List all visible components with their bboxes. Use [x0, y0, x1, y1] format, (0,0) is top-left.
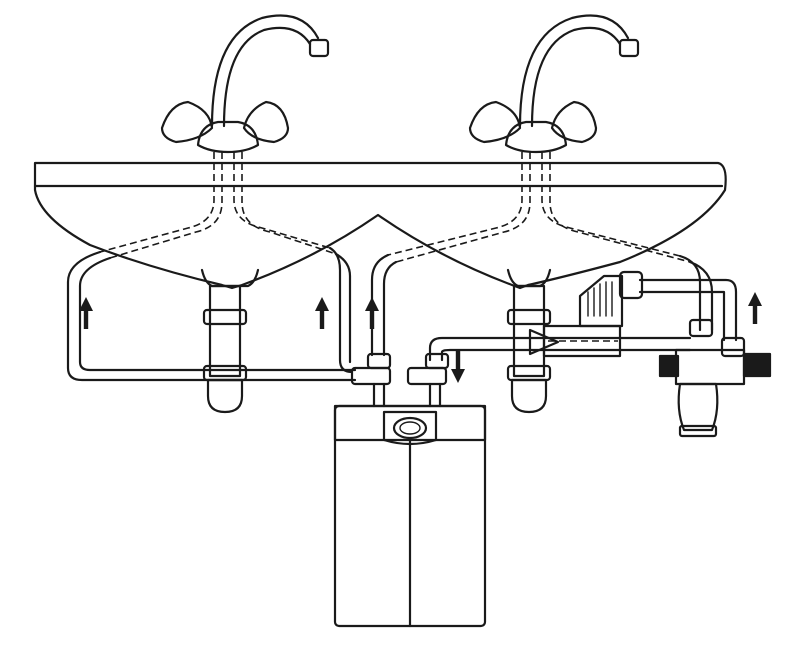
- basin-bowl-outline: [33, 161, 727, 290]
- right-trap-bulb: [510, 378, 548, 414]
- left-trap-tube: [208, 284, 242, 378]
- right-drain-trap: [506, 284, 622, 414]
- heater-top-panel: [333, 404, 487, 442]
- cold-inlet-elbow: [406, 366, 448, 386]
- left-faucet-hot-hidden: [99, 152, 215, 253]
- left-outer-hot-pipe: [66, 250, 357, 382]
- valve-supply-pipe-2: [638, 290, 726, 342]
- valve-supply-pipe: [638, 278, 738, 342]
- right-faucet-hot-hidden: [387, 152, 523, 256]
- check-valve-right-port: [742, 352, 772, 378]
- safety-valve-group: [578, 270, 772, 438]
- drain-valve-body: [677, 382, 719, 432]
- left-faucet-body: [196, 120, 260, 154]
- flow-arrow-cold-inlet-down: [451, 351, 465, 383]
- temperature-knob-inner: [399, 421, 421, 435]
- cold-inlet-pipe-2: [440, 348, 692, 362]
- left-faucet-cold-hidden-2: [241, 152, 337, 255]
- visible-pipework: [66, 246, 738, 382]
- left-spout-inner: [222, 26, 312, 128]
- right-cold-handle: [550, 100, 598, 144]
- flow-arrow-left-basin-up: [79, 297, 93, 329]
- flow-direction-arrows: [79, 292, 762, 383]
- right-faucet-hot-hidden-2: [395, 152, 531, 263]
- left-faucet-hot-hidden-2: [109, 152, 223, 259]
- check-valve-nut: [688, 318, 714, 338]
- pressure-valve-body: [578, 274, 624, 328]
- flow-arrow-left-basin-right-up: [315, 297, 329, 329]
- pressure-valve-cap: [618, 270, 644, 300]
- check-valve-left-port: [658, 354, 680, 378]
- supply-riser: [678, 254, 702, 332]
- right-trap-nut-top: [506, 308, 552, 326]
- left-spout-nozzle: [308, 38, 330, 58]
- drain-valve-cap: [678, 424, 718, 438]
- temperature-knob: [392, 416, 428, 440]
- right-drain-neck: [506, 268, 552, 288]
- right-spout: [518, 14, 630, 128]
- hot-outlet-tee: [366, 352, 392, 370]
- right-hot-handle: [468, 100, 522, 144]
- right-trap-funnel: [528, 328, 560, 356]
- right-faucet-cold-hidden: [541, 152, 681, 257]
- right-mixer-faucet: [468, 14, 640, 154]
- left-trap-nut-top: [202, 308, 248, 326]
- left-cold-handle: [242, 100, 290, 144]
- left-trap-bulb: [206, 378, 244, 414]
- undersink-water-heater: [333, 352, 487, 628]
- left-inner-pipe: [328, 246, 354, 374]
- left-hot-handle: [160, 100, 214, 144]
- left-drain-trap: [202, 284, 248, 414]
- pressure-valve-fins: [587, 281, 613, 317]
- double-basin-sink: [33, 161, 727, 290]
- cold-inlet-pipe: [428, 336, 692, 362]
- heater-control-recess: [382, 410, 438, 446]
- hot-outlet-elbow: [350, 366, 392, 386]
- check-valve-nut-2: [720, 336, 746, 358]
- right-faucet-cold-hidden-2: [549, 152, 691, 263]
- right-spout-nozzle: [618, 38, 640, 58]
- hot-outlet-pipe-2: [382, 260, 398, 357]
- flow-arrow-hot-outlet-up: [365, 297, 379, 329]
- right-spout-inner: [530, 26, 622, 128]
- concealed-supply-pipes: [99, 152, 691, 263]
- left-mixer-faucet: [160, 14, 330, 154]
- left-faucet-cold-hidden: [233, 152, 331, 249]
- left-drain-neck: [200, 268, 260, 288]
- right-faucet-body: [504, 120, 568, 154]
- left-spout: [210, 14, 320, 128]
- flow-arrow-supply-up: [748, 292, 762, 324]
- left-inner-pipe-2: [334, 252, 352, 364]
- left-outer-hot-pipe-inner: [78, 256, 357, 372]
- hot-outlet-pipe: [370, 253, 390, 357]
